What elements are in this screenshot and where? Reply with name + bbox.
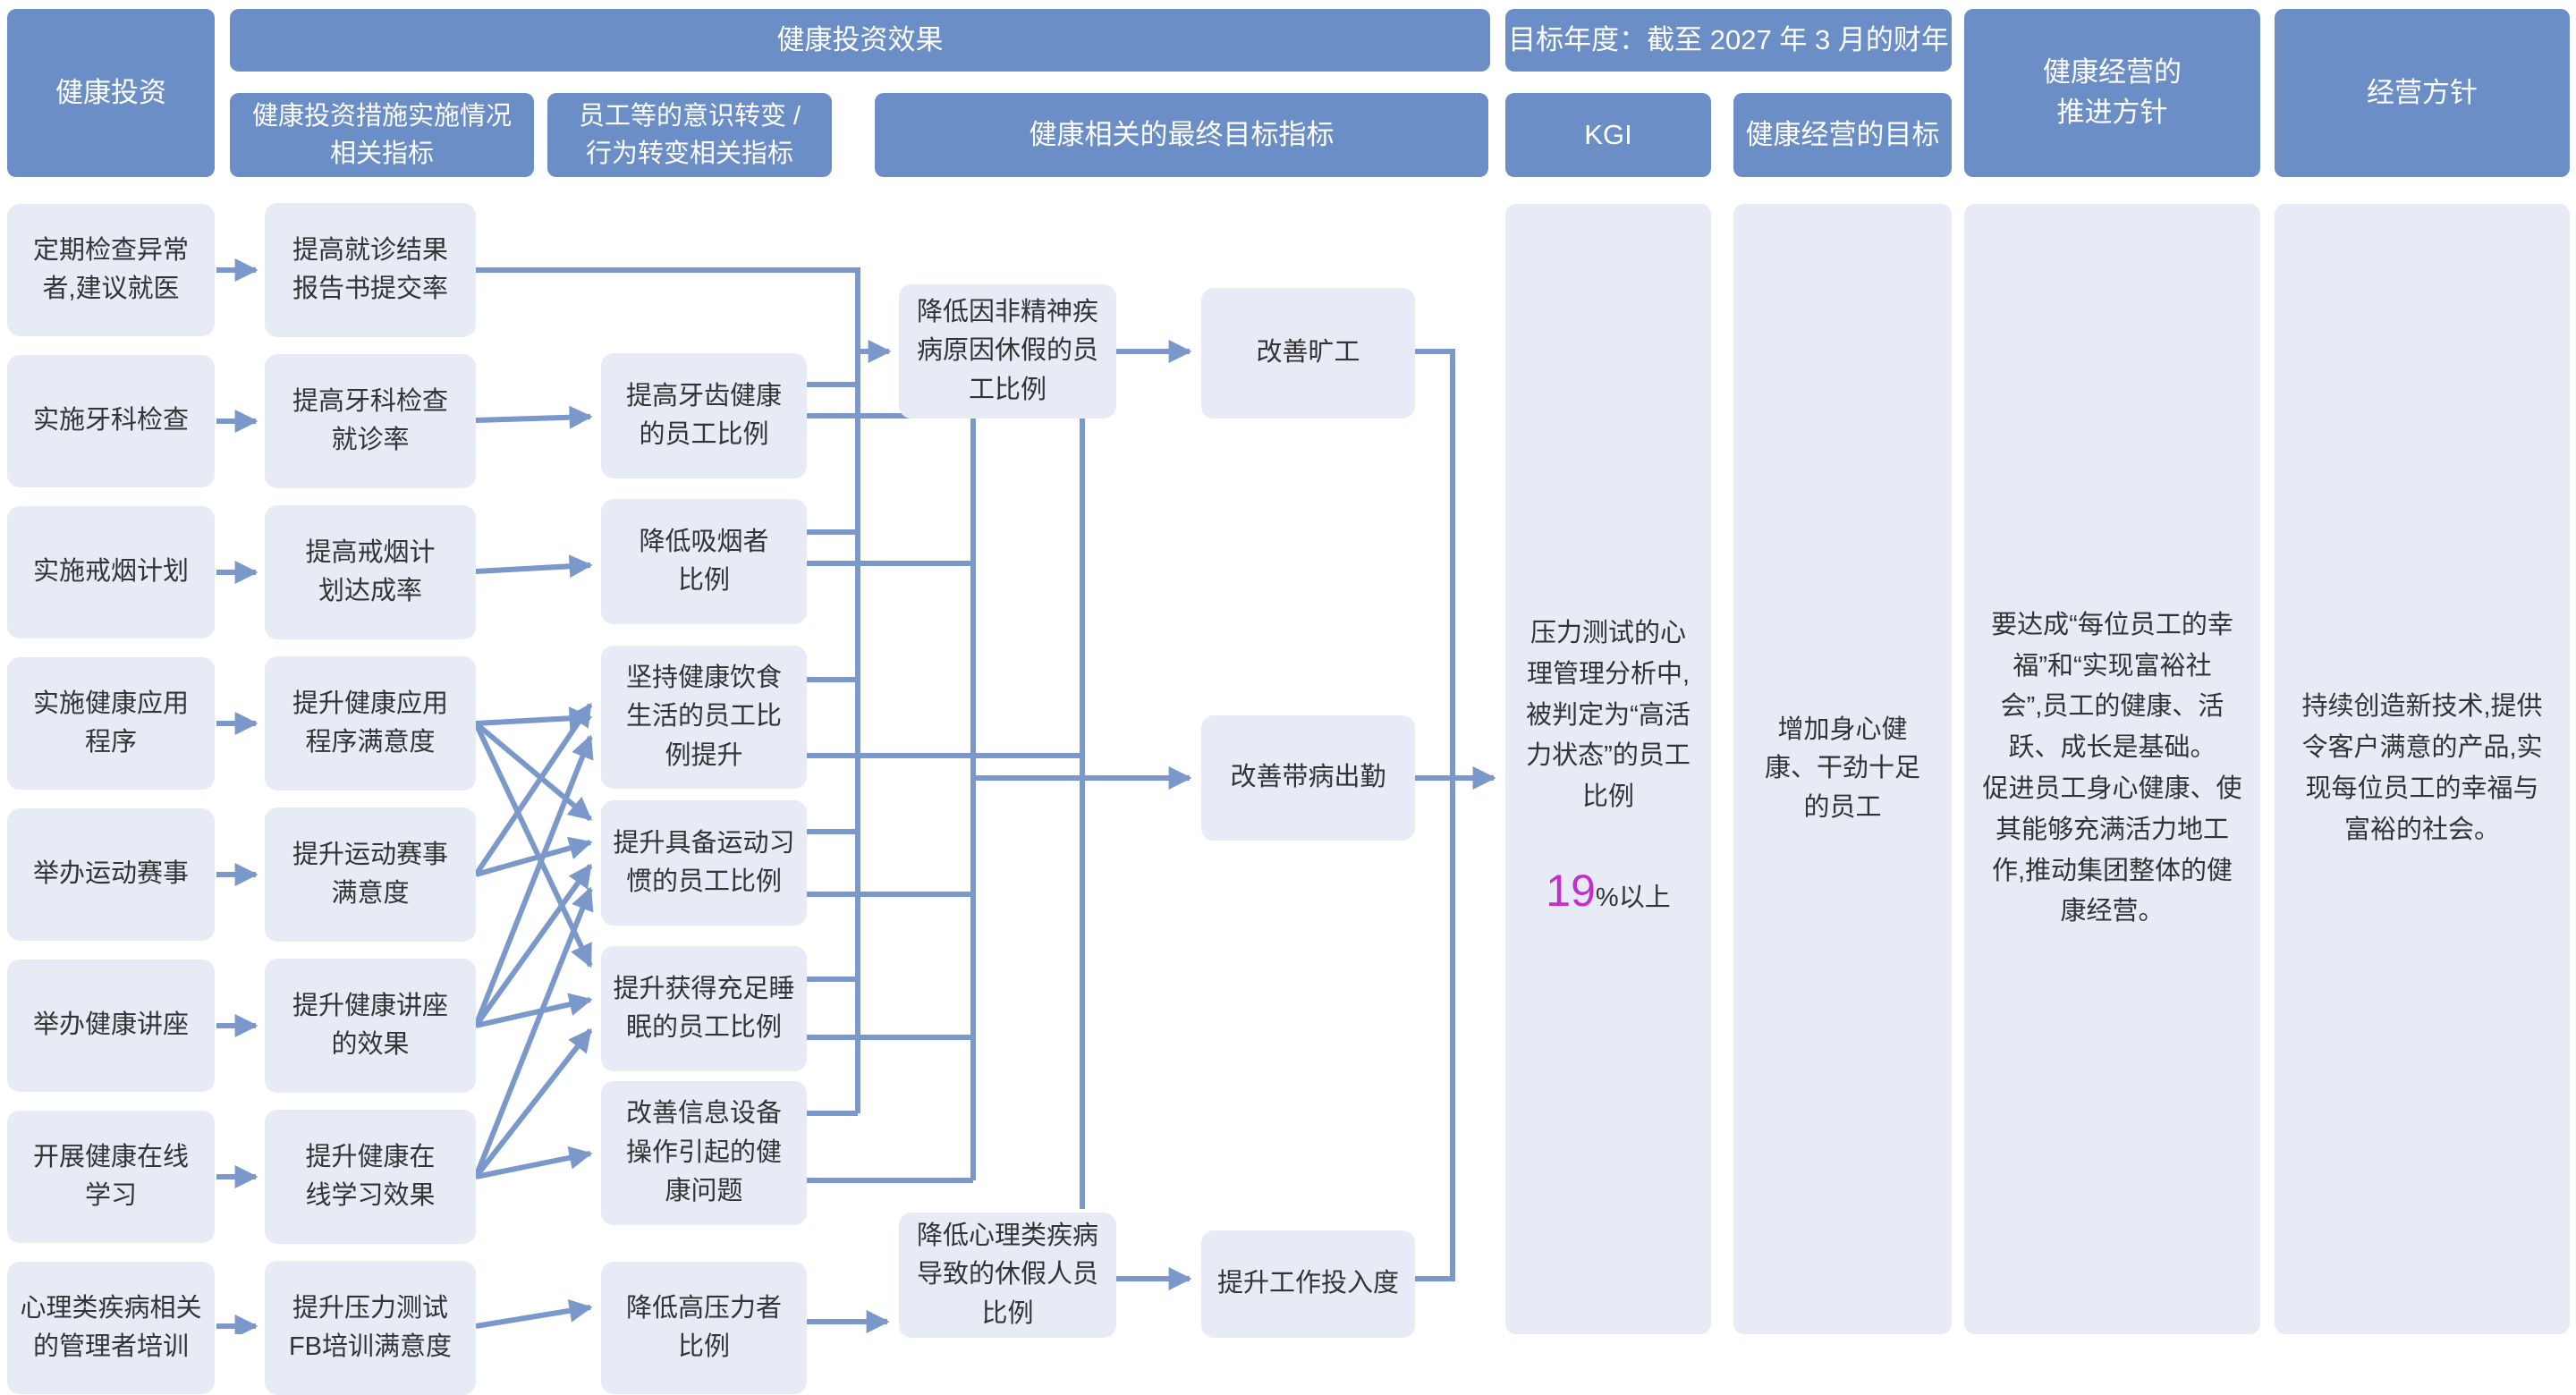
goal-panel: 增加身心健 康、干劲十足 的员工 <box>1733 204 1952 1334</box>
header-final-indicators: 健康相关的最终目标指标 <box>875 93 1488 177</box>
collector-presenteeism <box>807 413 1192 1183</box>
header-implementation-indicators: 健康投资措施实施情况 相关指标 <box>230 93 534 177</box>
collector-non-mental-leave <box>476 267 892 1116</box>
kgi-value-line: 19%以上 <box>1546 858 1670 925</box>
investment-item: 心理类疾病相关 的管理者培训 <box>7 1262 215 1394</box>
final-target-arrows <box>807 340 1496 1333</box>
investment-item: 开展健康在线 学习 <box>7 1111 215 1243</box>
investment-item: 实施牙科检查 <box>7 355 215 487</box>
header-target-year: 目标年度：截至 2027 年 3 月的财年 <box>1505 9 1952 72</box>
kgi-description: 压力测试的心 理管理分析中, 被判定为“高活 力状态”的员工 比例 <box>1526 618 1690 812</box>
implementation-metric: 提高就诊结果 报告书提交率 <box>265 203 476 337</box>
investment-item: 举办健康讲座 <box>7 960 215 1092</box>
behavior-metric: 改善信息设备 操作引起的健 康问题 <box>601 1081 807 1225</box>
implementation-metric: 提升健康应用 程序满意度 <box>265 656 476 790</box>
behavior-metric: 坚持健康饮食 生活的员工比 例提升 <box>601 646 807 789</box>
trunk-to-kgi <box>1415 349 1455 1281</box>
final-target-engagement: 提升工作投入度 <box>1201 1230 1415 1338</box>
investment-item: 举办运动赛事 <box>7 808 215 941</box>
behavior-metric: 提升具备运动习 惯的员工比例 <box>601 800 807 926</box>
final-target-presenteeism: 改善带病出勤 <box>1201 715 1415 841</box>
behavior-metric: 提高牙齿健康 的员工比例 <box>601 353 807 478</box>
implementation-metric: 提升压力测试 FB培训满意度 <box>265 1261 476 1395</box>
header-management-policy: 经营方针 <box>2275 9 2570 177</box>
implementation-metric: 提升运动赛事 满意度 <box>265 807 476 942</box>
implementation-metric: 提升健康讲座 的效果 <box>265 959 476 1093</box>
kgi-value: 19 <box>1546 866 1596 917</box>
final-target-absenteeism: 改善旷工 <box>1201 288 1415 418</box>
metric-to-behavior-arrows <box>473 405 594 1329</box>
final-target-mental-leave: 降低心理类疾病 导致的休假人员 比例 <box>899 1213 1116 1338</box>
behavior-metric: 降低高压力者 比例 <box>601 1262 807 1394</box>
header-promotion-policy: 健康经营的 推进方针 <box>1964 9 2260 177</box>
header-goal: 健康经营的目标 <box>1733 93 1952 177</box>
kgi-panel: 压力测试的心 理管理分析中, 被判定为“高活 力状态”的员工 比例 19%以上 <box>1505 204 1711 1334</box>
header-awareness-indicators: 员工等的意识转变 / 行为转变相关指标 <box>547 93 832 177</box>
health-management-strategy-map: 健康投资 健康投资效果 目标年度：截至 2027 年 3 月的财年 健康经营的 … <box>7 9 2570 1395</box>
implementation-metric: 提升健康在 线学习效果 <box>265 1110 476 1244</box>
final-target-non-mental-leave: 降低因非精神疾 病原因休假的员 工比例 <box>899 284 1116 418</box>
behavior-metric: 提升获得充足睡 眠的员工比例 <box>601 946 807 1071</box>
header-investment: 健康投资 <box>7 9 215 177</box>
investment-to-metric-arrows <box>216 258 258 1334</box>
implementation-metric: 提高戒烟计 划达成率 <box>265 505 476 639</box>
header-kgi: KGI <box>1505 93 1711 177</box>
management-policy-panel: 持续创造新技术,提供 令客户满意的产品,实 现每位员工的幸福与 富裕的社会。 <box>2275 204 2570 1334</box>
implementation-metric: 提高牙科检查 就诊率 <box>265 354 476 488</box>
investment-item: 实施健康应用 程序 <box>7 657 215 790</box>
investment-item: 定期检查异常 者,建议就医 <box>7 204 215 336</box>
promotion-policy-panel: 要达成“每位员工的幸 福”和“实现富裕社 会”,员工的健康、活 跃、成长是基础。… <box>1964 204 2260 1334</box>
header-effect: 健康投资效果 <box>230 9 1490 72</box>
kgi-value-suffix: %以上 <box>1595 884 1671 913</box>
investment-item: 实施戒烟计划 <box>7 506 215 638</box>
behavior-metric: 降低吸烟者 比例 <box>601 499 807 624</box>
